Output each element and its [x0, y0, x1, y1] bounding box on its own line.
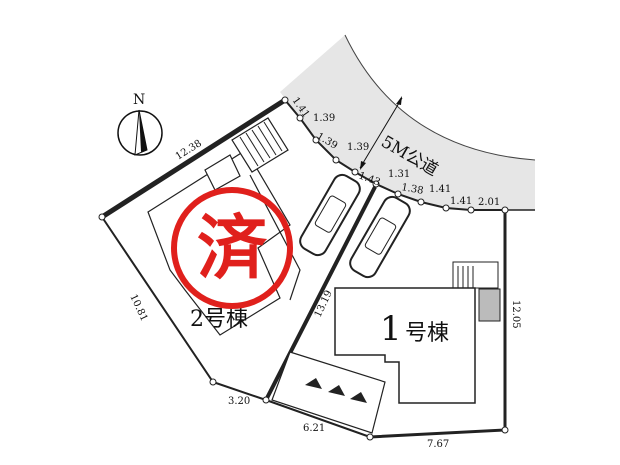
arrow-head-icon — [360, 161, 366, 170]
boundary-markers — [98, 96, 509, 441]
dim-label: 10.81 — [127, 293, 149, 324]
dim-label: 1.31 — [388, 169, 410, 180]
building-2 — [147, 117, 291, 336]
garden-strip — [271, 351, 386, 434]
sold-stamp — [171, 187, 293, 309]
car-icon — [349, 195, 411, 279]
tree-icon — [305, 378, 367, 403]
entrance-tile — [478, 288, 501, 322]
dim-label: 1.39 — [347, 142, 369, 153]
dim-label: 6.21 — [303, 423, 325, 434]
dim-label: 3.20 — [228, 396, 250, 407]
dim-label: 1.41 — [450, 196, 472, 207]
stairs-2 — [239, 121, 283, 167]
lot-divider — [264, 186, 377, 401]
dim-label: 7.67 — [427, 439, 449, 450]
stairs-1 — [452, 261, 499, 289]
boundary-line — [100, 97, 287, 220]
sold-stamp-text: 済 — [197, 207, 268, 289]
building-2-label: 2号棟 — [190, 307, 248, 332]
car-icon — [299, 173, 361, 257]
dim-label: 1.39 — [313, 113, 335, 124]
building-1-label: 号棟 — [405, 321, 449, 346]
compass-icon — [117, 109, 163, 156]
dim-label: 1.38 — [400, 182, 424, 197]
boundary-line — [101, 216, 371, 438]
dim-label: 12.05 — [510, 300, 521, 329]
building-1-number: 1 — [380, 309, 402, 349]
road-outer-edge — [344, 34, 536, 161]
road-width-arrow — [359, 97, 403, 169]
building-1 — [334, 287, 476, 404]
dim-label: 2.01 — [478, 197, 500, 208]
arrow-head-icon — [396, 96, 402, 105]
road-area — [280, 35, 535, 210]
dim-label: 1.41 — [429, 184, 451, 195]
compass-label: N — [133, 92, 145, 108]
building-2-wall — [249, 174, 301, 301]
